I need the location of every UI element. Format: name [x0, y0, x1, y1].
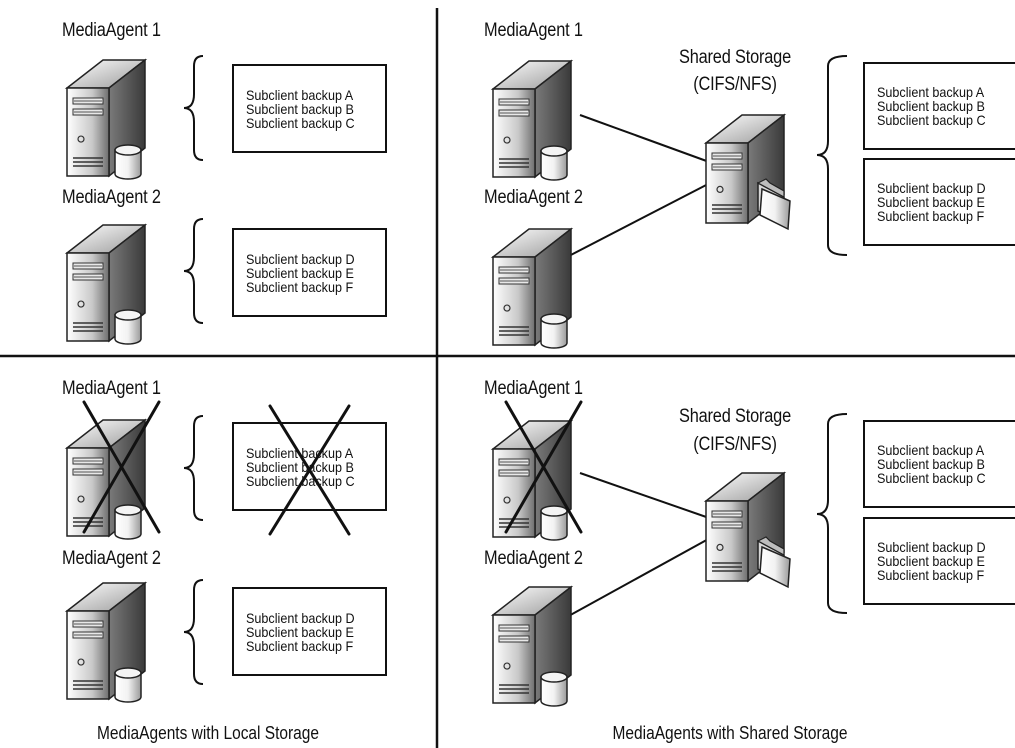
subclient-backup-line: Subclient backup A: [877, 442, 985, 458]
subclient-backup-line: Subclient backup D: [877, 180, 986, 196]
subclient-backup-box: Subclient backup A Subclient backup B Su…: [863, 420, 1015, 508]
server-icon: [64, 581, 148, 703]
subclient-backup-line: Subclient backup F: [246, 637, 354, 654]
subclient-backup-box: Subclient backup A Subclient backup B Su…: [863, 62, 1015, 150]
server-icon: [490, 59, 574, 181]
subclient-backup-line: Subclient backup F: [877, 208, 985, 224]
subclient-backup-line: Subclient backup B: [877, 456, 985, 472]
subclient-backup-line: Subclient backup C: [877, 112, 986, 128]
subclient-backup-line: Subclient backup F: [877, 567, 985, 583]
subclient-backup-line: Subclient backup D: [877, 539, 986, 555]
server-icon: [490, 227, 574, 349]
subclient-backup-line: Subclient backup E: [246, 623, 354, 640]
subclient-backup-line: Subclient backup E: [877, 194, 985, 210]
brace-icon: [183, 415, 204, 521]
mediaagent-1-label: MediaAgent 1: [484, 20, 583, 41]
brace-icon: [816, 413, 848, 614]
x-cross-icon: [82, 400, 161, 534]
mediaagent-1-label: MediaAgent 1: [62, 378, 161, 399]
x-cross-icon: [268, 404, 351, 536]
mediaagent-2-label: MediaAgent 2: [484, 187, 583, 208]
subclient-backup-line: Subclient backup C: [246, 114, 355, 131]
subclient-backup-box: Subclient backup D Subclient backup E Su…: [863, 158, 1015, 246]
subclient-backup-line: Subclient backup C: [246, 472, 355, 489]
connection-line: [564, 536, 713, 619]
subclient-backup-line: Subclient backup D: [246, 609, 355, 626]
shared-storage-label: Shared Storage: [678, 47, 792, 68]
caption-local-storage: MediaAgents with Local Storage: [96, 723, 320, 743]
subclient-backup-box: Subclient backup A Subclient backup B Su…: [232, 64, 387, 153]
x-cross-icon: [504, 400, 583, 534]
shared-storage-icon: [703, 471, 791, 589]
server-icon: [490, 585, 574, 707]
brace-icon: [183, 55, 204, 161]
subclient-backup-line: Subclient backup E: [877, 553, 985, 569]
subclient-backup-line: Subclient backup F: [246, 278, 354, 295]
subclient-backup-box: Subclient backup D Subclient backup E Su…: [232, 228, 387, 317]
subclient-backup-line: Subclient backup B: [246, 458, 354, 475]
connection-line: [564, 181, 713, 259]
mediaagent-2-label: MediaAgent 2: [62, 187, 161, 208]
mediaagent-2-label: MediaAgent 2: [62, 548, 161, 569]
subclient-backup-line: Subclient backup B: [877, 98, 985, 114]
brace-icon: [183, 218, 204, 324]
caption-shared-storage: MediaAgents with Shared Storage: [612, 723, 848, 743]
mediaagent-1-label: MediaAgent 1: [62, 20, 161, 41]
server-icon: [64, 58, 148, 180]
subclient-backup-box: Subclient backup A Subclient backup B Su…: [232, 422, 387, 511]
server-icon: [64, 418, 148, 540]
server-icon: [64, 223, 148, 345]
brace-icon: [816, 55, 848, 256]
shared-storage-protocol-label: (CIFS/NFS): [693, 74, 777, 95]
connection-line: [579, 114, 713, 164]
subclient-backup-line: Subclient backup D: [246, 250, 355, 267]
shared-storage-label: Shared Storage: [678, 406, 792, 427]
subclient-backup-line: Subclient backup A: [877, 84, 985, 100]
shared-storage-protocol-label: (CIFS/NFS): [693, 434, 777, 455]
subclient-backup-line: Subclient backup E: [246, 264, 354, 281]
subclient-backup-box: Subclient backup D Subclient backup E Su…: [232, 587, 387, 676]
subclient-backup-box: Subclient backup D Subclient backup E Su…: [863, 517, 1015, 605]
shared-storage-icon: [703, 113, 791, 231]
subclient-backup-line: Subclient backup A: [246, 86, 354, 103]
brace-icon: [183, 579, 204, 685]
mediaagent-2-label: MediaAgent 2: [484, 548, 583, 569]
subclient-backup-line: Subclient backup C: [877, 470, 986, 486]
connection-line: [579, 472, 713, 520]
mediaagent-1-label: MediaAgent 1: [484, 378, 583, 399]
subclient-backup-line: Subclient backup B: [246, 100, 354, 117]
